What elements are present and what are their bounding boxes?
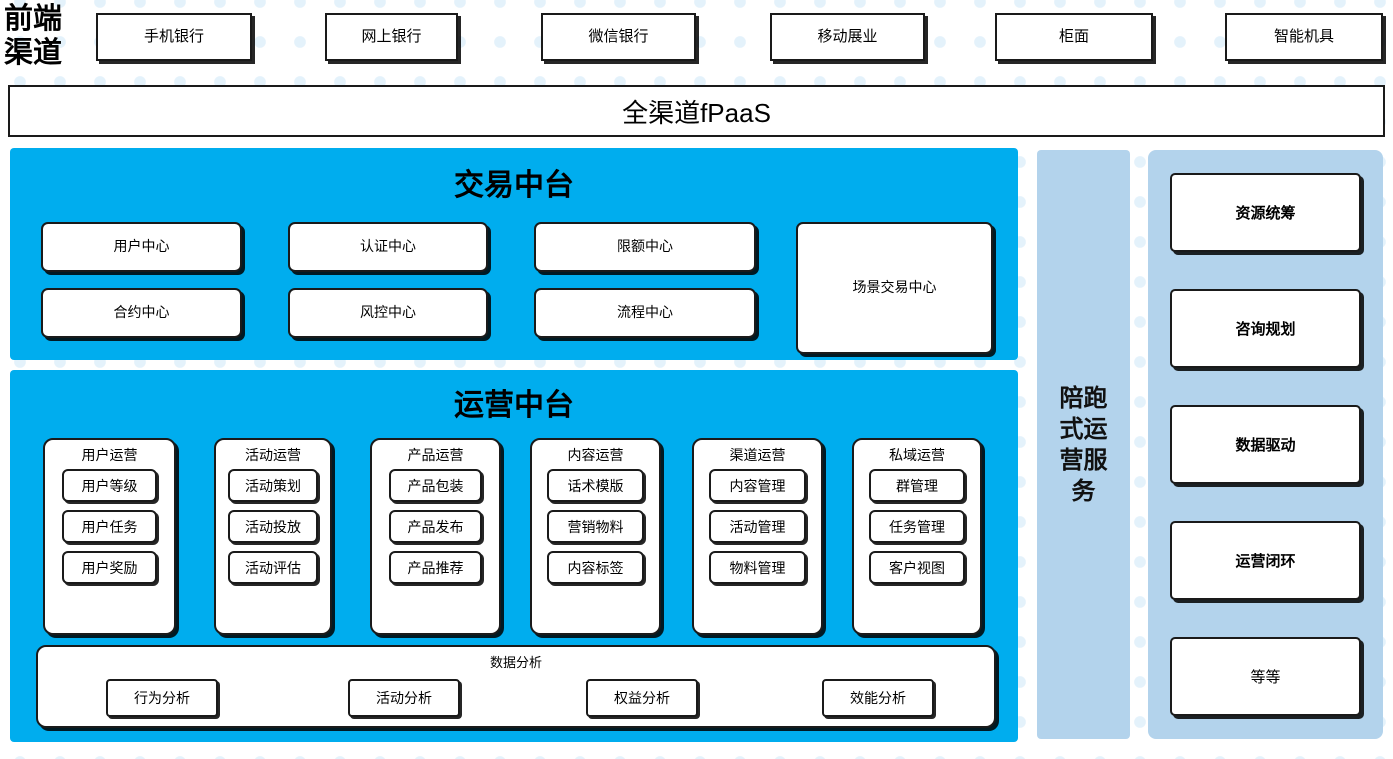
operations-group: 用户运营用户等级用户任务用户奖励 bbox=[43, 438, 176, 635]
data-analysis-item[interactable]: 行为分析 bbox=[106, 679, 218, 717]
operations-group-title: 产品运营 bbox=[407, 447, 464, 463]
operations-item[interactable]: 产品包装 bbox=[389, 469, 482, 502]
capability-card[interactable]: 运营闭环 bbox=[1170, 521, 1361, 600]
operations-group: 产品运营产品包装产品发布产品推荐 bbox=[370, 438, 501, 635]
operations-item[interactable]: 话术模版 bbox=[547, 469, 644, 502]
operations-group: 私域运营群管理任务管理客户视图 bbox=[852, 438, 982, 635]
capability-sidebar: 资源统筹咨询规划数据驱动运营闭环等等 bbox=[1148, 150, 1383, 739]
operations-group: 活动运营活动策划活动投放活动评估 bbox=[214, 438, 332, 635]
data-analysis-item[interactable]: 活动分析 bbox=[348, 679, 460, 717]
channel-box[interactable]: 移动展业 bbox=[770, 13, 925, 61]
operations-item[interactable]: 活动策划 bbox=[228, 469, 318, 502]
transaction-module-label: 用户中心 bbox=[113, 238, 170, 255]
operations-item[interactable]: 产品推荐 bbox=[389, 551, 482, 584]
channel-box[interactable]: 手机银行 bbox=[96, 13, 252, 61]
operations-item[interactable]: 产品发布 bbox=[389, 510, 482, 543]
operations-item[interactable]: 活动投放 bbox=[228, 510, 318, 543]
transaction-module-label: 合约中心 bbox=[113, 304, 170, 321]
channel-box[interactable]: 网上银行 bbox=[325, 13, 458, 61]
operations-group: 内容运营话术模版营销物料内容标签 bbox=[530, 438, 661, 635]
capability-card[interactable]: 咨询规划 bbox=[1170, 289, 1361, 368]
operations-group-title: 活动运营 bbox=[245, 447, 301, 463]
transaction-module-label: 风控中心 bbox=[360, 304, 416, 321]
transaction-module-label: 认证中心 bbox=[360, 238, 416, 255]
accompany-operation-service-label: 陪跑式运营服务 bbox=[1059, 384, 1108, 505]
channel-label: 网上银行 bbox=[361, 27, 422, 45]
accompany-operation-service-column: 陪跑式运营服务 bbox=[1037, 150, 1130, 739]
operations-item[interactable]: 用户任务 bbox=[62, 510, 157, 543]
operations-item[interactable]: 物料管理 bbox=[709, 551, 806, 584]
module-scene-transaction-center[interactable]: 场景交易中心 bbox=[796, 222, 993, 354]
omnichannel-fpaas-bar: 全渠道fPaaS bbox=[8, 85, 1385, 137]
operations-group-title: 私域运营 bbox=[889, 447, 945, 463]
operations-group-title: 用户运营 bbox=[81, 447, 138, 463]
channel-box[interactable]: 柜面 bbox=[995, 13, 1153, 61]
operations-group-title: 内容运营 bbox=[567, 447, 624, 463]
channel-label: 移动展业 bbox=[817, 27, 878, 45]
operations-item[interactable]: 任务管理 bbox=[869, 510, 965, 543]
operations-item[interactable]: 活动评估 bbox=[228, 551, 318, 584]
transaction-module-box[interactable]: 风控中心 bbox=[288, 288, 488, 338]
transaction-module-box[interactable]: 合约中心 bbox=[41, 288, 242, 338]
transaction-module-box[interactable]: 用户中心 bbox=[41, 222, 242, 272]
channel-box[interactable]: 智能机具 bbox=[1225, 13, 1383, 61]
operations-item[interactable]: 客户视图 bbox=[869, 551, 965, 584]
operations-item[interactable]: 群管理 bbox=[869, 469, 965, 502]
data-analysis-item[interactable]: 效能分析 bbox=[822, 679, 934, 717]
capability-card[interactable]: 资源统筹 bbox=[1170, 173, 1361, 252]
frontend-channel-label: 前端 渠道 bbox=[4, 3, 63, 69]
operations-group-title: 渠道运营 bbox=[729, 447, 786, 463]
operations-group: 渠道运营内容管理活动管理物料管理 bbox=[692, 438, 823, 635]
capability-card[interactable]: 等等 bbox=[1170, 637, 1361, 716]
capability-card[interactable]: 数据驱动 bbox=[1170, 405, 1361, 484]
transaction-module-label: 流程中心 bbox=[617, 304, 673, 321]
transaction-platform-title: 交易中台 bbox=[454, 169, 574, 202]
channel-box[interactable]: 微信银行 bbox=[541, 13, 696, 61]
channel-label: 柜面 bbox=[1058, 27, 1089, 45]
channel-label: 微信银行 bbox=[588, 27, 649, 45]
operations-item[interactable]: 用户等级 bbox=[62, 469, 157, 502]
operations-item[interactable]: 用户奖励 bbox=[62, 551, 157, 584]
operations-item[interactable]: 内容标签 bbox=[547, 551, 644, 584]
operations-item[interactable]: 内容管理 bbox=[709, 469, 806, 502]
transaction-module-box[interactable]: 流程中心 bbox=[534, 288, 756, 338]
channel-label: 智能机具 bbox=[1273, 27, 1334, 45]
transaction-module-box[interactable]: 限额中心 bbox=[534, 222, 756, 272]
data-analysis-panel: 数据分析 行为分析 活动分析 权益分析 效能分析 bbox=[36, 645, 996, 728]
channel-label: 手机银行 bbox=[143, 27, 204, 45]
operations-item[interactable]: 营销物料 bbox=[547, 510, 644, 543]
data-analysis-title: 数据分析 bbox=[489, 655, 542, 670]
transaction-module-label: 限额中心 bbox=[617, 238, 673, 255]
operations-platform-title: 运营中台 bbox=[454, 389, 574, 422]
operations-item[interactable]: 活动管理 bbox=[709, 510, 806, 543]
transaction-module-box[interactable]: 认证中心 bbox=[288, 222, 488, 272]
data-analysis-item[interactable]: 权益分析 bbox=[586, 679, 698, 717]
